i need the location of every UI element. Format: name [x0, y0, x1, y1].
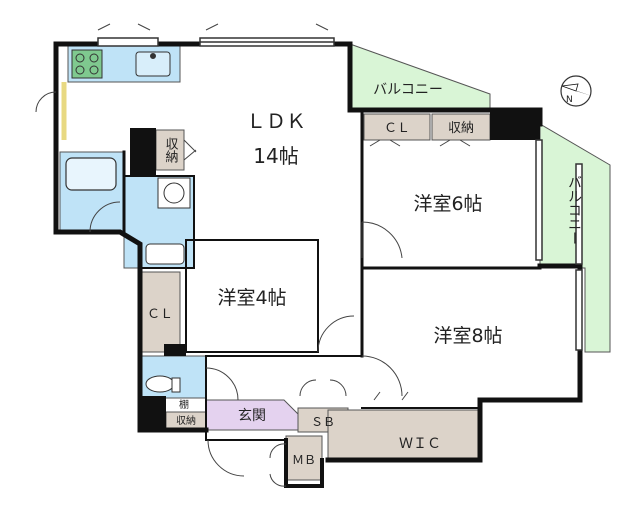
- kitchen-fixtures: [71, 49, 171, 79]
- western6-label: 洋室6帖: [413, 193, 482, 215]
- ldk-name: ＬＤＫ: [246, 109, 306, 133]
- sb-label: ＳＢ: [311, 415, 335, 429]
- cl-top-label: ＣＬ: [384, 121, 410, 136]
- balcony-top: [349, 43, 491, 111]
- ldk-size: 14帖: [253, 144, 298, 168]
- bathtub-icon: [65, 157, 117, 191]
- balcony-top-label: バルコニー: [373, 82, 443, 98]
- wall-block: [164, 344, 186, 356]
- svg-text:N: N: [566, 95, 573, 105]
- cl-left-zone: [139, 271, 181, 353]
- storage-small-label: 収納: [176, 414, 196, 427]
- toilet-icon: [145, 375, 175, 393]
- storage-ldk-zone: [155, 129, 185, 171]
- balcony-right-label: バルコニー: [566, 175, 582, 245]
- north-arrow-icon: N: [560, 75, 592, 107]
- wall-block: [490, 110, 540, 140]
- wall-block: [140, 396, 166, 430]
- door-swings: [35, 23, 471, 487]
- washbasin-icon: [145, 243, 185, 265]
- entrance-label: 玄関: [238, 407, 266, 424]
- storage-ldk-label: 収納: [163, 137, 179, 164]
- western4-label: 洋室4帖: [217, 287, 286, 309]
- storage-top-label: 収納: [448, 121, 474, 136]
- storage-top-zone: [431, 113, 491, 141]
- mb-label: ＭＢ: [292, 453, 316, 467]
- western8-label: 洋室8帖: [433, 325, 502, 347]
- wic-zone: [327, 409, 479, 461]
- shelf-label: 棚: [179, 398, 189, 411]
- wall-block: [130, 128, 156, 176]
- cl-top-zone: [363, 113, 431, 141]
- wic-label: ＷＩＣ: [399, 436, 441, 452]
- cl-left-label: ＣＬ: [147, 307, 173, 322]
- windows: [97, 37, 583, 351]
